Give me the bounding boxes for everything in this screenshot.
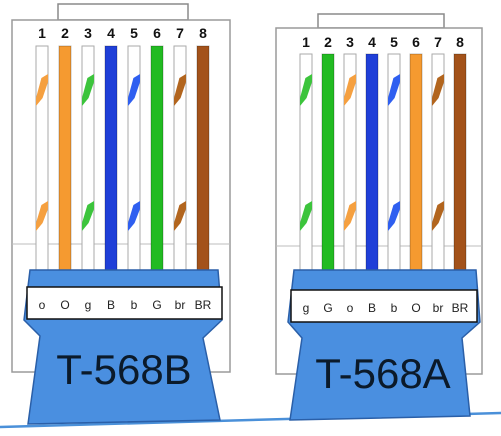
wire-pin-7: [431, 53, 445, 272]
wire-abbreviation: B: [368, 301, 376, 315]
pin-number: 5: [130, 25, 138, 41]
wire-stripe: [432, 74, 444, 106]
wire-body: [104, 45, 118, 271]
wire-pin-3: [81, 45, 95, 271]
wire-body: [321, 53, 335, 272]
wire-pin-1: [299, 53, 313, 272]
wire-pin-7: [173, 45, 187, 271]
wire-stripe: [174, 201, 186, 231]
pin-number: 3: [84, 25, 92, 41]
wire-pin-1: [35, 45, 49, 271]
wire-abbreviation: O: [411, 301, 420, 315]
latch-tab: [317, 13, 445, 29]
wire-pin-6: [409, 53, 423, 272]
pin-number: 6: [153, 25, 161, 41]
abbreviation-strip: [290, 289, 478, 323]
wire-abbreviation: G: [152, 298, 161, 312]
pin-number: 8: [199, 25, 207, 41]
wire-stripe: [36, 74, 48, 106]
wire-pin-6: [150, 45, 164, 271]
standard-label: T-568B: [56, 346, 191, 393]
latch-tab: [57, 3, 189, 21]
abbreviations: o O g B b G br BR: [39, 298, 212, 312]
pin-numbers: 1 2 3 4 5 6 7 8: [38, 25, 207, 41]
wire-stripe: [388, 74, 400, 106]
wire-abbreviation: G: [323, 301, 332, 315]
wire-stripe: [128, 201, 140, 231]
pin-number: 7: [434, 34, 442, 50]
wire-stripe: [82, 201, 94, 231]
wire-stripe: [128, 74, 140, 106]
wire-stripe: [174, 74, 186, 106]
pin-number: 4: [368, 34, 376, 50]
wire-abbreviation: BR: [452, 301, 469, 315]
pin-numbers: 1 2 3 4 5 6 7 8: [302, 34, 464, 50]
pin-number: 5: [390, 34, 398, 50]
wire-pin-4: [104, 45, 118, 271]
wire-stripe: [432, 201, 444, 231]
wire-body: [58, 45, 72, 271]
wire-abbreviation: b: [391, 301, 398, 315]
pin-number: 2: [61, 25, 69, 41]
wire-pin-5: [127, 45, 141, 271]
wire-stripe: [344, 74, 356, 106]
wire-pin-2: [58, 45, 72, 271]
pin-number: 4: [107, 25, 115, 41]
wire-abbreviation: g: [303, 301, 310, 315]
wire-abbreviation: g: [85, 298, 92, 312]
wire-body: [409, 53, 423, 272]
connector-t568b: 1 2 3 4 5 6 7 8 o O g B b G br BR T-568B: [11, 3, 231, 425]
pin-number: 7: [176, 25, 184, 41]
wire-body: [453, 53, 467, 272]
wire-stripe: [388, 201, 400, 231]
standard-label: T-568A: [315, 350, 450, 397]
abbreviations: g G o B b O br BR: [303, 301, 469, 315]
wires: [299, 53, 467, 272]
pin-number: 1: [302, 34, 310, 50]
wire-abbreviation: br: [433, 301, 444, 315]
wire-stripe: [36, 201, 48, 231]
pin-number: 1: [38, 25, 46, 41]
pin-number: 8: [456, 34, 464, 50]
wire-stripe: [300, 74, 312, 106]
connector-t568a: 1 2 3 4 5 6 7 8 g G o B b O br BR T-568A: [275, 13, 483, 421]
wire-pin-8: [196, 45, 210, 271]
wire-pin-2: [321, 53, 335, 272]
wire-body: [365, 53, 379, 272]
wire-abbreviation: O: [60, 298, 69, 312]
pin-number: 3: [346, 34, 354, 50]
wire-abbreviation: o: [347, 301, 354, 315]
pin-number: 2: [324, 34, 332, 50]
wire-pin-3: [343, 53, 357, 272]
wire-pin-8: [453, 53, 467, 272]
wire-pin-4: [365, 53, 379, 272]
wire-abbreviation: BR: [195, 298, 212, 312]
wire-stripe: [344, 201, 356, 231]
wire-abbreviation: b: [131, 298, 138, 312]
pin-number: 6: [412, 34, 420, 50]
wire-stripe: [82, 74, 94, 106]
abbreviation-strip: [26, 286, 223, 320]
wire-pin-5: [387, 53, 401, 272]
wire-stripe: [300, 201, 312, 231]
wire-body: [150, 45, 164, 271]
wire-abbreviation: B: [107, 298, 115, 312]
wire-body: [196, 45, 210, 271]
wire-abbreviation: o: [39, 298, 46, 312]
wire-abbreviation: br: [175, 298, 186, 312]
wires: [35, 45, 210, 271]
